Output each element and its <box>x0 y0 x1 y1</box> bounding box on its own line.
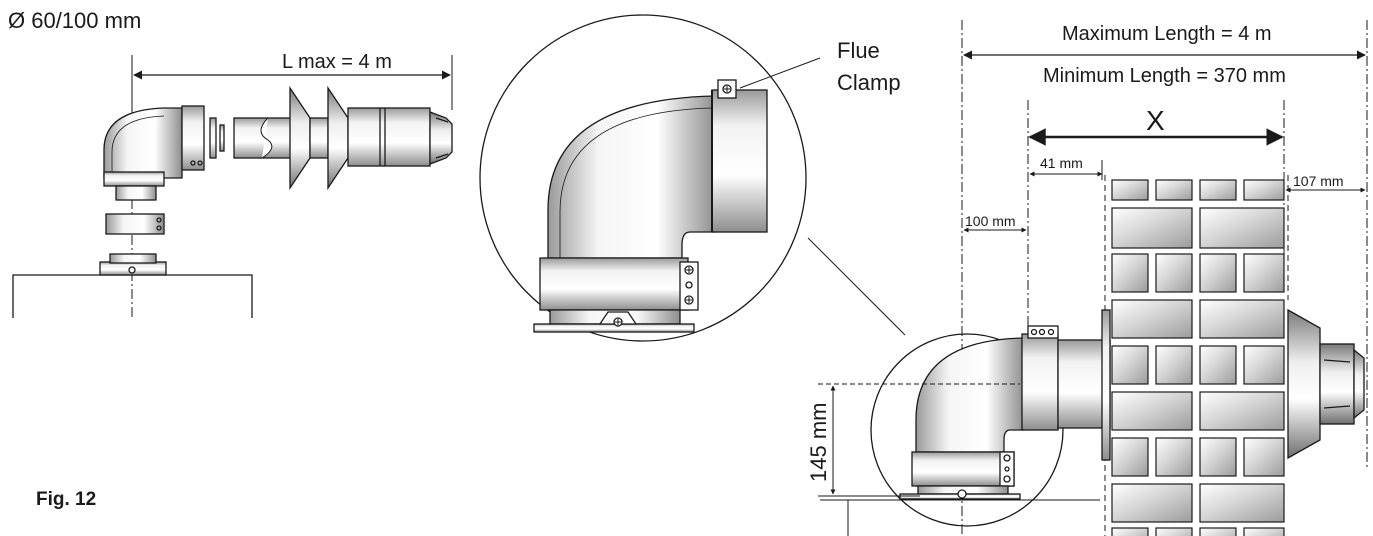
l-max-label: L max = 4 m <box>282 51 392 73</box>
flue-clamp-label-line1: Flue <box>837 38 880 63</box>
detail-zoom-circle <box>479 14 906 342</box>
figure-number-label: Fig. 12 <box>36 489 96 510</box>
brick-wall <box>1111 179 1285 536</box>
max-length-label: Maximum Length = 4 m <box>1062 23 1272 45</box>
dim-100-label: 100 mm <box>965 213 1016 229</box>
dim-145-label: 145 mm <box>806 403 831 482</box>
right-wall-assembly <box>818 20 1368 536</box>
diameter-label: Ø 60/100 mm <box>8 8 141 33</box>
flue-clamp-label-line2: Clamp <box>837 70 901 95</box>
dim-41-label: 41 mm <box>1040 155 1083 171</box>
x-dimension-label: X <box>1146 105 1165 136</box>
left-flue-assembly <box>12 55 453 320</box>
min-length-label: Minimum Length = 370 mm <box>1043 65 1286 87</box>
dim-107-label: 107 mm <box>1293 173 1344 189</box>
